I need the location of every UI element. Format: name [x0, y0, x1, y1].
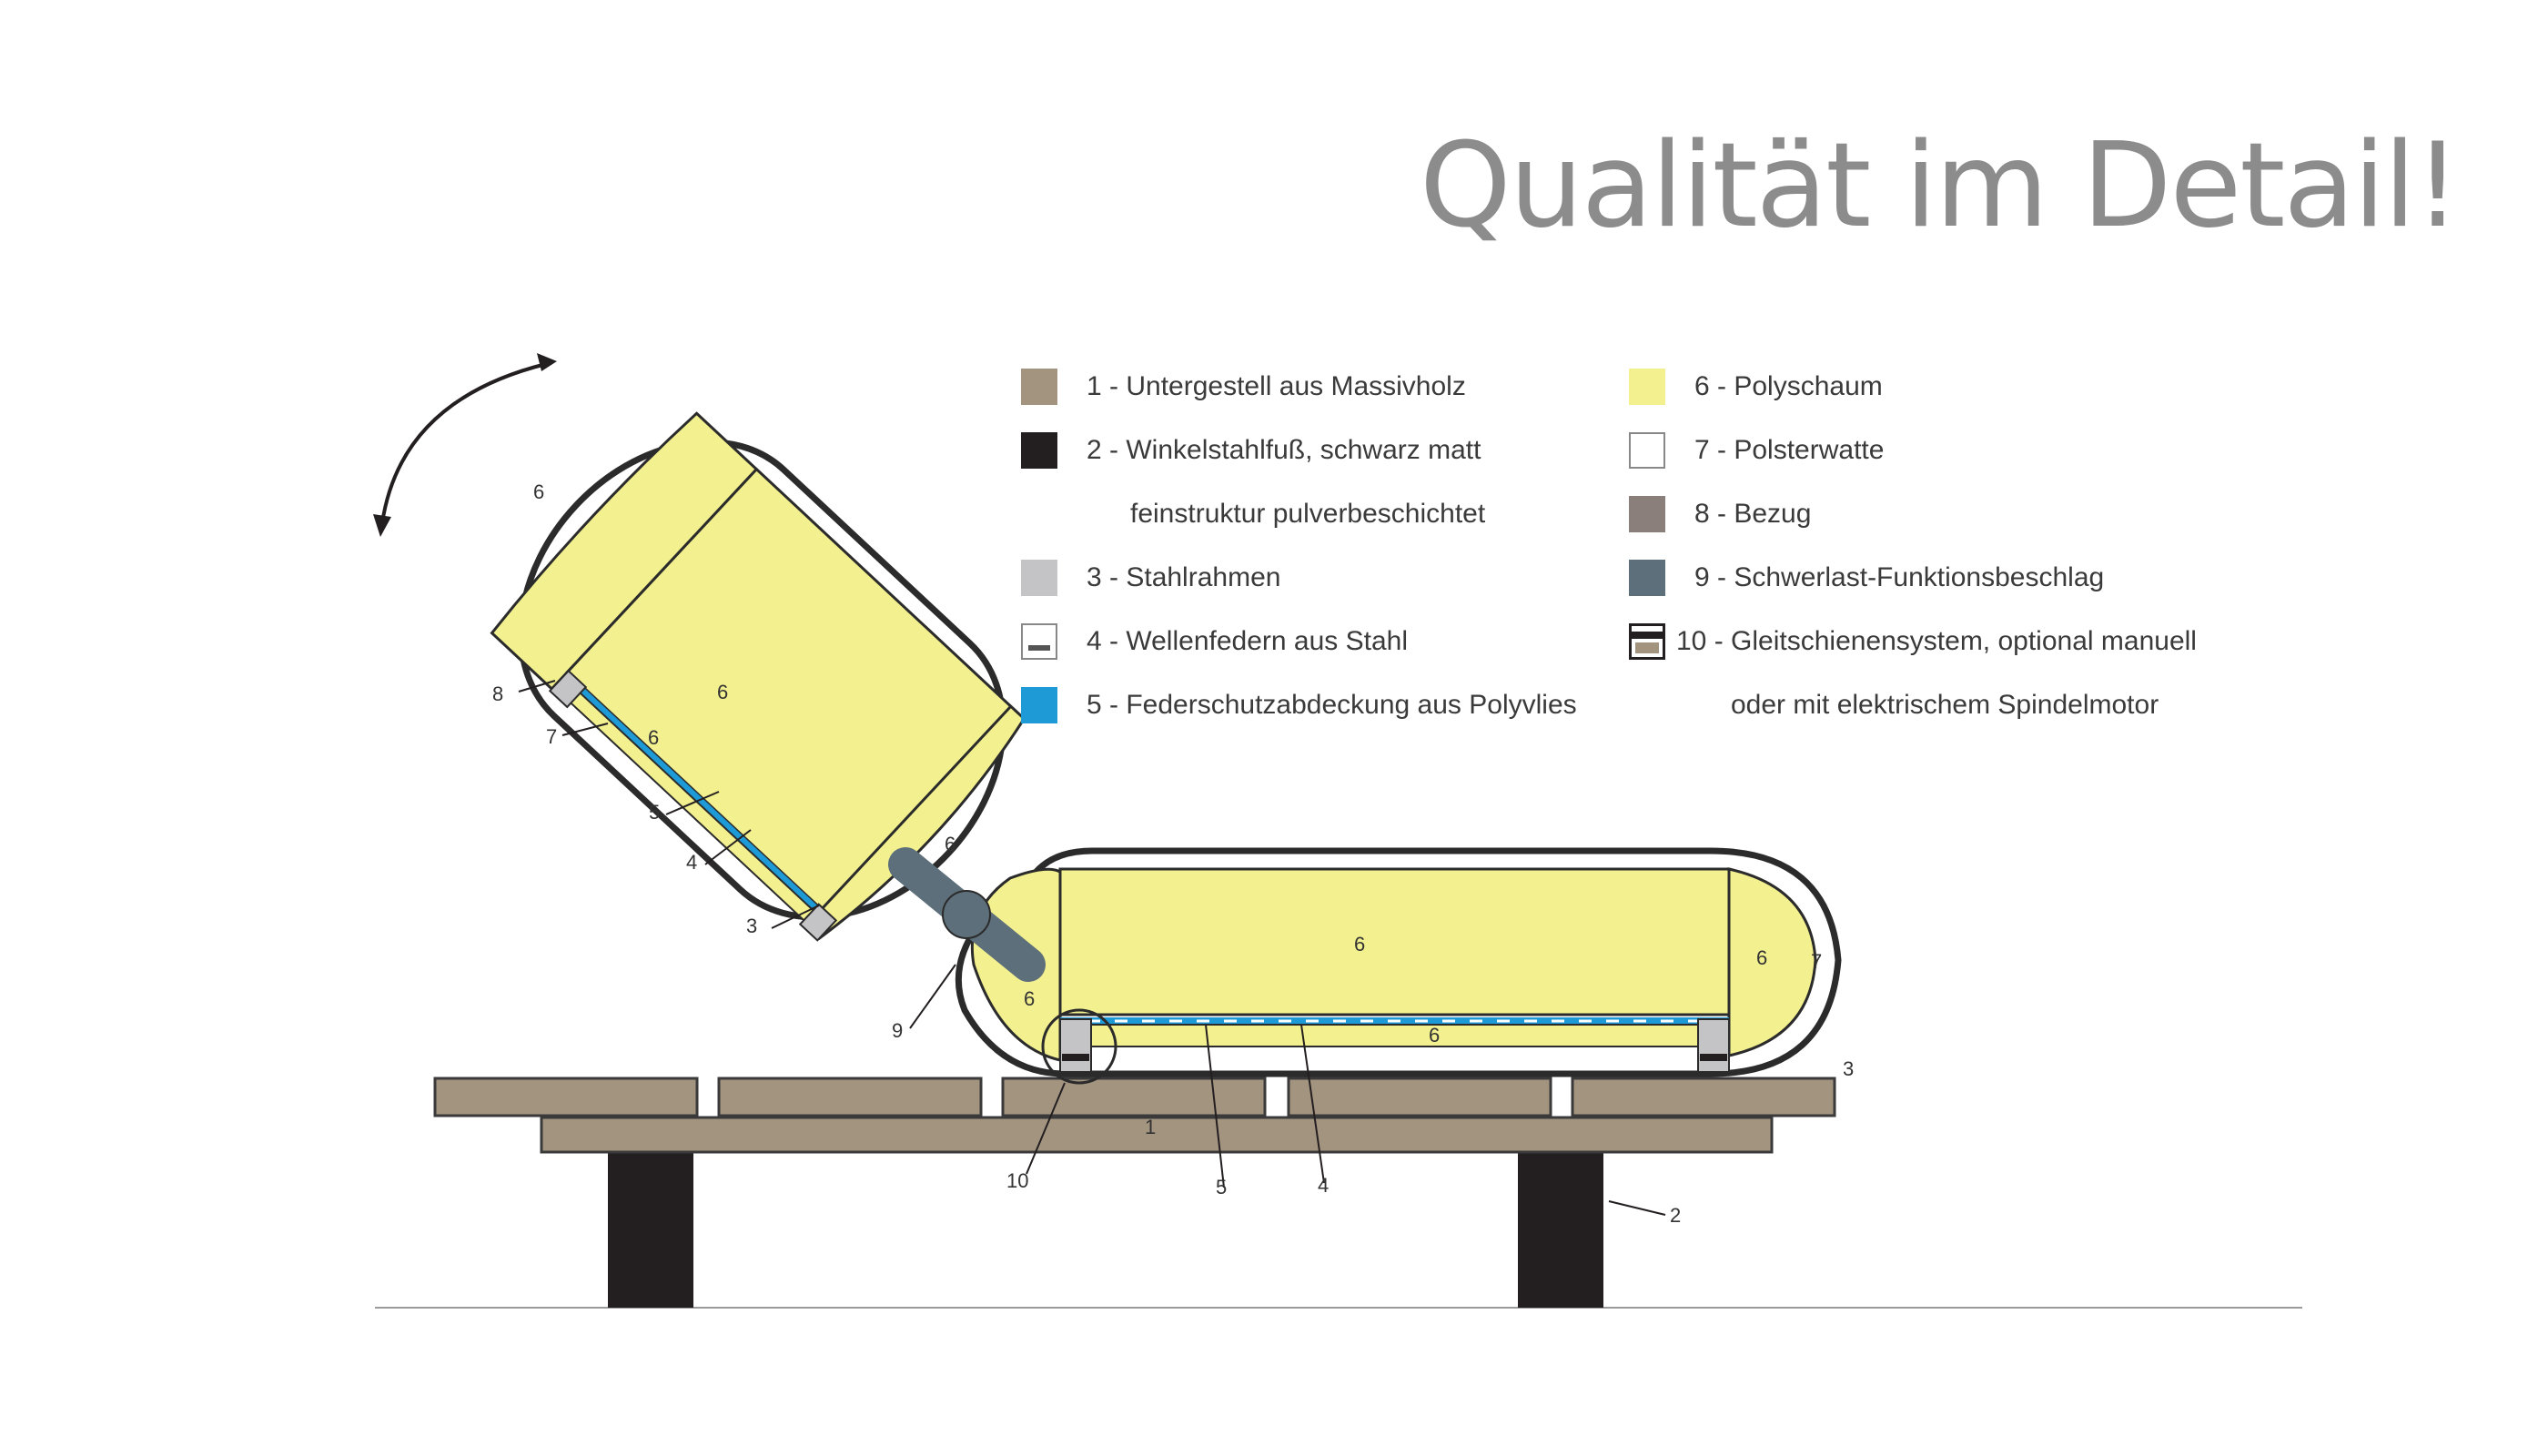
callout-7-back: 7: [546, 725, 557, 748]
rail-swatch-icon: [1629, 623, 1665, 660]
hinge-swatch-icon: [1629, 560, 1665, 596]
legend-item-label: 6 - Polyschaum: [1694, 371, 1883, 401]
legend-item-9: 9 - Schwerlast-Funktionsbeschlag: [1629, 546, 2197, 610]
legend-item-label: feinstruktur pulverbeschichtet: [1130, 499, 1486, 529]
callout-4-back: 4: [686, 851, 697, 874]
wood-swatch-icon: [1021, 369, 1057, 405]
legend-item-label: 2 - Winkelstahlfuß, schwarz matt: [1087, 435, 1481, 465]
legend-item-label: 1 - Untergestell aus Massivholz: [1087, 371, 1466, 401]
foam-label-seat-lower: 6: [1429, 1024, 1440, 1046]
legend-item-4: 4 - Wellenfedern aus Stahl: [1021, 610, 1577, 673]
blue-swatch-icon: [1021, 687, 1057, 723]
callout-9: 9: [892, 1019, 903, 1042]
callout-1: 1: [1145, 1116, 1156, 1138]
hinge-fitting: [888, 847, 1046, 982]
callout-5-seat: 5: [1216, 1176, 1227, 1198]
legend-item-8: 8 - Bezug: [1629, 482, 2197, 546]
leader-lines: [518, 680, 1666, 1216]
callout-2: 2: [1670, 1204, 1681, 1227]
foam-label-back-bottom: 6: [945, 833, 956, 855]
legend-item-label: 9 - Schwerlast-Funktionsbeschlag: [1694, 562, 2105, 592]
rotation-arrow-icon: [373, 353, 557, 537]
base-beam: [540, 1116, 1774, 1154]
seat-cushion: [955, 847, 1842, 1085]
legend-item-label: 4 - Wellenfedern aus Stahl: [1087, 626, 1408, 656]
base-slats: [433, 1077, 1836, 1117]
legend-item-1: 1 - Untergestell aus Massivholz: [1021, 355, 1577, 419]
legend-item-5: 5 - Federschutzabdeckung aus Polyvlies: [1021, 673, 1577, 737]
foam-label-back-strip: 6: [648, 726, 659, 749]
legend-item-3: 3 - Stahlrahmen: [1021, 546, 1577, 610]
foam-label-seat-right: 6: [1756, 946, 1767, 969]
callout-3-base: 3: [1843, 1057, 1854, 1080]
legend-item-2-continuation: feinstruktur pulverbeschichtet: [1021, 482, 1577, 546]
legend-item-10: 10 - Gleitschienensystem, optional manue…: [1629, 610, 2197, 673]
legend-item-7: 7 - Polsterwatte: [1629, 419, 2197, 482]
leg-left: [608, 1151, 693, 1308]
steel-frame-swatch-icon: [1021, 560, 1057, 596]
callout-4-seat: 4: [1318, 1174, 1329, 1197]
legend-item-label: 5 - Federschutzabdeckung aus Polyvlies: [1087, 690, 1577, 720]
callout-8: 8: [492, 682, 503, 705]
legend-item-label: oder mit elektrischem Spindelmotor: [1731, 690, 2159, 720]
foam-swatch-icon: [1629, 369, 1665, 405]
foam-label-seat-main: 6: [1354, 933, 1365, 956]
legend-item-label: 10 - Gleitschienensystem, optional manue…: [1676, 626, 2197, 656]
legend-item-label: 7 - Polsterwatte: [1694, 435, 1885, 465]
callout-3-back: 3: [746, 915, 757, 937]
foam-label-back-top: 6: [533, 480, 544, 503]
legend-item-label: 8 - Bezug: [1694, 499, 1812, 529]
spring-swatch-icon: [1021, 623, 1057, 660]
legend-item-label: 3 - Stahlrahmen: [1087, 562, 1281, 592]
callout-5-back: 5: [649, 801, 660, 824]
leg-right: [1518, 1151, 1603, 1308]
wadding-swatch-icon: [1629, 432, 1665, 469]
legend-right: 6 - Polyschaum 7 - Polsterwatte 8 - Bezu…: [1629, 355, 2197, 737]
backrest-cushion: [490, 411, 1026, 942]
callout-10: 10: [1006, 1169, 1028, 1192]
foam-label-seat-left: 6: [1024, 987, 1035, 1010]
page-title: Qualität im Detail!: [1420, 118, 2461, 254]
callout-7-seat: 7: [1811, 950, 1822, 973]
legend-left: 1 - Untergestell aus Massivholz 2 - Wink…: [1021, 355, 1577, 737]
foam-label-back-main: 6: [717, 681, 728, 703]
black-swatch-icon: [1021, 432, 1057, 469]
legend-item-10-continuation: oder mit elektrischem Spindelmotor: [1629, 673, 2197, 737]
cover-swatch-icon: [1629, 496, 1665, 532]
legend-item-2: 2 - Winkelstahlfuß, schwarz matt: [1021, 419, 1577, 482]
legend-item-6: 6 - Polyschaum: [1629, 355, 2197, 419]
